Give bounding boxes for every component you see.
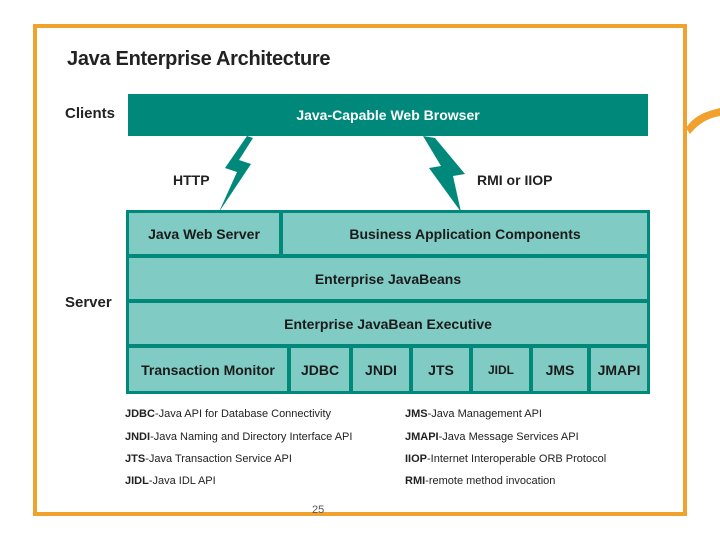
right-lightning-icon xyxy=(423,136,465,212)
web-browser-box: Java-Capable Web Browser xyxy=(128,94,648,136)
jms-cell: JMS xyxy=(533,348,587,391)
legend-item: RMI-remote method invocation xyxy=(405,475,556,487)
jidl-cell: JIDL xyxy=(473,348,529,391)
brush-stroke-icon xyxy=(686,108,720,134)
server-stack: Java Web Server Business Application Com… xyxy=(126,210,650,394)
http-label: HTTP xyxy=(173,172,210,188)
transaction-monitor-cell: Transaction Monitor xyxy=(129,348,287,391)
clients-label: Clients xyxy=(65,105,116,122)
diagram-frame: Java Enterprise Architecture Clients Ser… xyxy=(33,24,687,516)
rmi-iiop-label: RMI or IIOP xyxy=(477,172,553,188)
business-components-cell: Business Application Components xyxy=(283,213,647,254)
legend-item: JIDL-Java IDL API xyxy=(125,475,216,487)
legend-item: JDBC-Java API for Database Connectivity xyxy=(125,408,332,420)
legend-item: JMS-Java Management API xyxy=(405,408,542,420)
java-web-server-cell: Java Web Server xyxy=(129,213,279,254)
diagram-title: Java Enterprise Architecture xyxy=(67,48,331,70)
page-number: 25 xyxy=(312,504,325,516)
jdbc-cell: JDBC xyxy=(291,348,349,391)
server-label: Server xyxy=(65,294,112,311)
jndi-cell: JNDI xyxy=(353,348,409,391)
legend-item: JTS-Java Transaction Service API xyxy=(125,453,292,465)
legend-item: IIOP-Internet Interoperable ORB Protocol xyxy=(405,453,607,465)
ejb-executive-cell: Enterprise JavaBean Executive xyxy=(129,303,647,344)
legend-item: JMAPI-Java Message Services API xyxy=(405,431,579,443)
enterprise-javabeans-cell: Enterprise JavaBeans xyxy=(129,258,647,299)
legend-item: JNDI-Java Naming and Directory Interface… xyxy=(125,431,353,443)
jmapi-cell: JMAPI xyxy=(591,348,647,391)
left-lightning-icon xyxy=(219,136,253,212)
jts-cell: JTS xyxy=(413,348,469,391)
